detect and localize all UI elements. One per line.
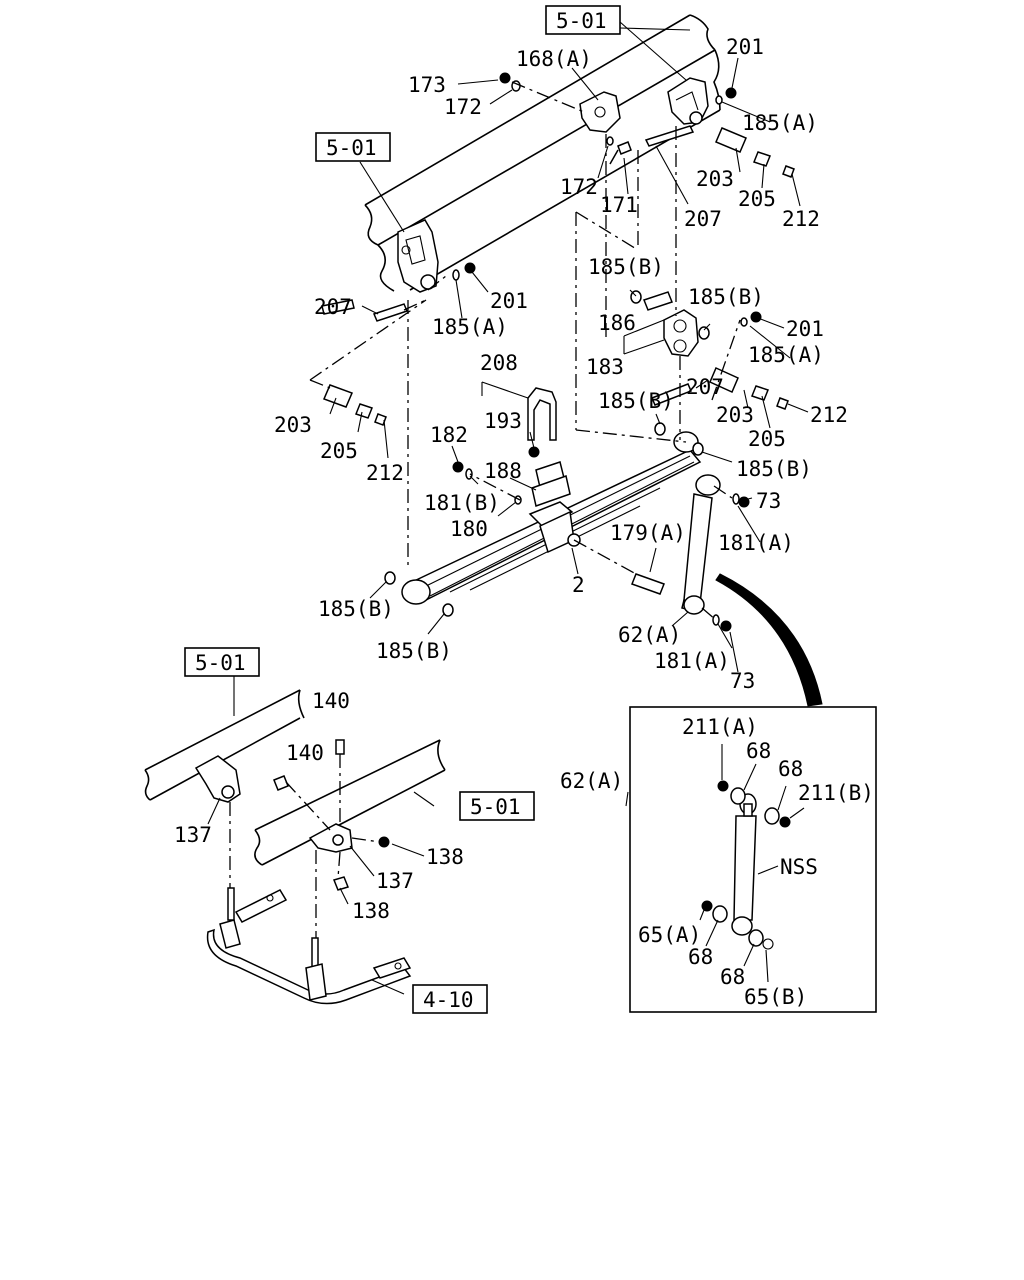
part-label: 185(B): [376, 639, 452, 663]
part-label: 137: [376, 869, 414, 893]
part-label: 201: [786, 317, 824, 341]
part-label: NSS: [780, 855, 818, 879]
part-label: 185(A): [742, 111, 818, 135]
part-label: 172: [444, 95, 482, 119]
part-label: 212: [366, 461, 404, 485]
part-label: 68: [720, 965, 745, 989]
ref-label: 5-01: [326, 136, 377, 160]
shackle-assembly: [630, 290, 789, 410]
shock-detail-box: [625, 706, 877, 1013]
part-label: 203: [274, 413, 312, 437]
part-label: 185(B): [588, 255, 664, 279]
part-label: 173: [408, 73, 446, 97]
part-label: 185(A): [748, 343, 824, 367]
stabilizer-bar: [206, 887, 412, 1005]
ref-box-1[interactable]: 5-01: [545, 5, 621, 35]
part-label: 203: [716, 403, 754, 427]
detail-pointer-arrow: [715, 573, 823, 707]
part-label: 205: [320, 439, 358, 463]
frame-fasteners: [321, 72, 795, 426]
part-label: 212: [782, 207, 820, 231]
part-label: 68: [778, 757, 803, 781]
part-label: 203: [696, 167, 734, 191]
leader-lines-upper: [329, 21, 809, 673]
part-label: 68: [688, 945, 713, 969]
part-labels: 168(A) 201 173 172 185(A) 203 205 212 17…: [174, 35, 874, 1009]
ref-label: 5-01: [470, 795, 521, 819]
bump-stopper-188: [384, 422, 704, 617]
part-label: 181(B): [424, 491, 500, 515]
part-label: 207: [314, 295, 352, 319]
part-label: 185(B): [688, 285, 764, 309]
part-label: 185(B): [598, 389, 674, 413]
part-label: 211(A): [682, 715, 758, 739]
part-label: 138: [352, 899, 390, 923]
part-label: 138: [426, 845, 464, 869]
part-label: 65(B): [744, 985, 807, 1009]
part-label: 172: [560, 175, 598, 199]
part-label: 207: [684, 207, 722, 231]
part-label: 171: [600, 193, 638, 217]
part-label: 73: [756, 489, 781, 513]
part-label: 208: [480, 351, 518, 375]
ref-box-3[interactable]: 5-01: [184, 647, 260, 677]
part-label: 62(A): [618, 623, 681, 647]
ref-label: 4-10: [423, 988, 474, 1012]
ref-box-4[interactable]: 5-01: [459, 791, 535, 821]
part-label: 207: [686, 375, 724, 399]
leaf-spring-2: [401, 431, 702, 605]
part-label: 183: [586, 355, 624, 379]
assembly-lines-lower: [229, 754, 381, 938]
part-label: 140: [286, 741, 324, 765]
part-label: 193: [484, 409, 522, 433]
part-label: 201: [726, 35, 764, 59]
part-label: 181(A): [654, 649, 730, 673]
front-spring-hanger: [397, 219, 439, 293]
part-label: 185(B): [318, 597, 394, 621]
part-label: 181(A): [718, 531, 794, 555]
ref-label: 5-01: [195, 651, 246, 675]
stabilizer-brackets: [194, 739, 390, 891]
part-label: 188: [484, 459, 522, 483]
rear-spring-hanger: [667, 77, 709, 125]
lower-frame-rails: [144, 689, 446, 866]
shock-absorber-62a: [631, 474, 750, 632]
ref-label: 5-01: [556, 9, 607, 33]
part-label: 137: [174, 823, 212, 847]
part-label: 205: [748, 427, 786, 451]
part-label: 62(A): [560, 769, 623, 793]
part-label: 186: [598, 311, 636, 335]
part-label: 185(A): [432, 315, 508, 339]
part-label: 201: [490, 289, 528, 313]
part-label: 73: [730, 669, 755, 693]
leader-lines-lower: [207, 676, 435, 995]
assembly-lines-upper: [309, 81, 741, 621]
upper-frame-rail: [364, 14, 721, 292]
part-label: 168(A): [516, 47, 592, 71]
part-label: 205: [738, 187, 776, 211]
ref-box-2[interactable]: 5-01: [315, 132, 391, 162]
part-label: 185(B): [736, 457, 812, 481]
ref-box-5[interactable]: 4-10: [412, 984, 488, 1014]
part-label: 180: [450, 517, 488, 541]
part-label: 65(A): [638, 923, 701, 947]
part-label: 182: [430, 423, 468, 447]
part-label: 179(A): [610, 521, 686, 545]
part-label: 2: [572, 573, 585, 597]
bracket-168a: [579, 91, 621, 133]
part-label: 212: [810, 403, 848, 427]
part-label: 68: [746, 739, 771, 763]
part-label: 211(B): [798, 781, 874, 805]
part-label: 140: [312, 689, 350, 713]
u-bolt-208: [527, 387, 557, 458]
